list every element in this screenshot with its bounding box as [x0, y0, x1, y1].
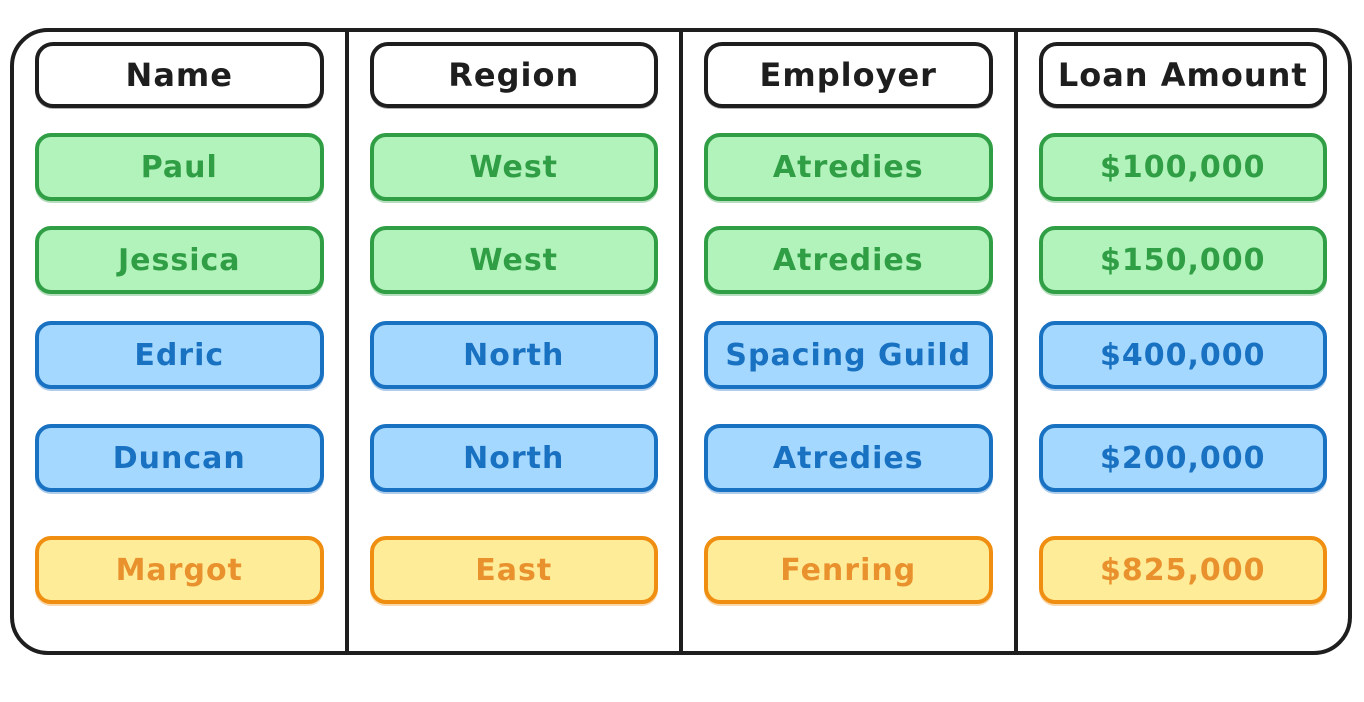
column-employer: Employer Atredies Atredies Spacing Guild… — [683, 32, 1018, 651]
cell-row4-loan-amount: $200,000 — [1038, 424, 1327, 492]
cell-row5-loan-amount: $825,000 — [1038, 536, 1327, 604]
cell-row3-employer: Spacing Guild — [704, 321, 993, 389]
cell-row1-region: West — [369, 133, 658, 201]
column-header-loan-amount: Loan Amount — [1038, 42, 1327, 108]
cell-row4-employer: Atredies — [704, 424, 993, 492]
column-region: Region West West North North East — [349, 32, 683, 651]
cell-row2-employer: Atredies — [704, 226, 993, 294]
column-header-employer: Employer — [704, 42, 993, 108]
cell-row5-name: Margot — [35, 536, 324, 604]
cell-row3-region: North — [369, 321, 658, 389]
cell-row1-name: Paul — [35, 133, 324, 201]
cell-row2-region: West — [369, 226, 658, 294]
table-container: Name Paul Jessica Edric Duncan Margot Re… — [10, 28, 1352, 655]
cell-row5-region: East — [369, 536, 658, 604]
column-header-region: Region — [369, 42, 658, 108]
cell-row3-loan-amount: $400,000 — [1038, 321, 1327, 389]
cell-row3-name: Edric — [35, 321, 324, 389]
cell-row5-employer: Fenring — [704, 536, 993, 604]
cell-row4-name: Duncan — [35, 424, 324, 492]
column-header-name: Name — [35, 42, 324, 108]
cell-row4-region: North — [369, 424, 658, 492]
column-loan-amount: Loan Amount $100,000 $150,000 $400,000 $… — [1018, 32, 1349, 651]
cell-row1-loan-amount: $100,000 — [1038, 133, 1327, 201]
cell-row2-loan-amount: $150,000 — [1038, 226, 1327, 294]
cell-row2-name: Jessica — [35, 226, 324, 294]
cell-row1-employer: Atredies — [704, 133, 993, 201]
column-name: Name Paul Jessica Edric Duncan Margot — [14, 32, 349, 651]
